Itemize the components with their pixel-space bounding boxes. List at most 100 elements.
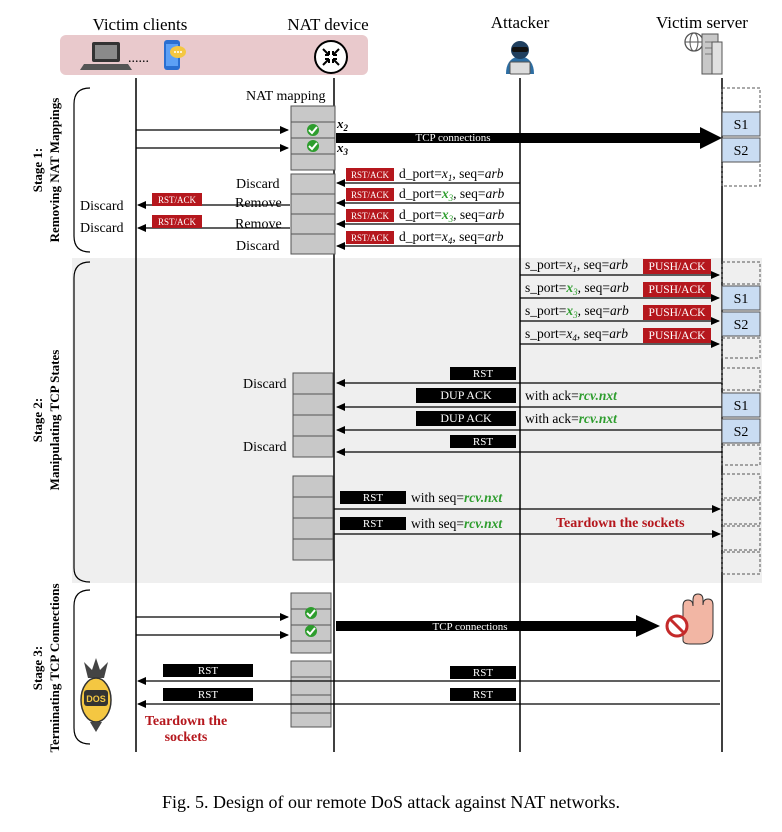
rst-ack-tag xyxy=(346,209,394,222)
nat-mapping-label: NAT mapping xyxy=(246,89,325,104)
rst-ack-tag-text: RST/ACK xyxy=(158,217,197,227)
nat-x2-label: x2 xyxy=(336,116,349,133)
dup-ack-tag-text: DUP ACK xyxy=(440,388,492,402)
rst-tag xyxy=(450,666,516,679)
phone-icon xyxy=(164,40,186,70)
nat-table-stage1 xyxy=(290,105,336,171)
clients-band xyxy=(60,35,368,75)
with-seq-text: with seq=rcv.nxt xyxy=(411,490,503,505)
push-ack-tag xyxy=(643,259,711,274)
client-action-label: Discard xyxy=(80,221,124,236)
check-icon xyxy=(305,607,317,619)
dup-ack-tag-text: DUP ACK xyxy=(440,411,492,425)
rst-tag xyxy=(450,367,516,380)
tcp-connections-label: TCP connections xyxy=(432,621,507,633)
nat-action-label: Remove xyxy=(235,196,282,211)
push-ack-tag xyxy=(643,305,711,320)
rst-ack-tag xyxy=(152,215,202,228)
tcp-connections-arrow xyxy=(336,127,722,149)
tcp-connections-arrow-blocked xyxy=(336,615,660,637)
server-globe-icon xyxy=(684,32,723,75)
rst-tag-text: RST xyxy=(198,665,218,677)
server-box-s1: S1 xyxy=(734,399,749,414)
server-socket-table-stage2b xyxy=(721,367,761,466)
push-ack-tag xyxy=(643,282,711,297)
nat-discard-label: Discard xyxy=(243,440,287,455)
hacker-icon xyxy=(506,41,534,75)
with-ack-text: with ack=rcv.nxt xyxy=(525,388,618,403)
nat-action-label: Remove xyxy=(235,217,282,232)
server-box-s2: S2 xyxy=(734,144,749,159)
push-ack-tag-text: PUSH/ACK xyxy=(649,284,707,296)
spoofed-packet-label: d_port=x3, seq=arb xyxy=(399,186,504,203)
nat-table-stage2 xyxy=(292,372,334,458)
laptop-icon xyxy=(80,42,132,70)
server-box-s2: S2 xyxy=(734,318,749,333)
rst-tag xyxy=(340,491,406,504)
server-socket-table-stage1 xyxy=(721,87,761,187)
spoofed-packet-label: d_port=x1, seq=arb xyxy=(399,166,504,183)
rst-tag-text: RST xyxy=(473,689,493,701)
stage3-brace xyxy=(73,589,91,745)
nat-action-label: Discard xyxy=(236,177,280,192)
rst-ack-tag-text: RST/ACK xyxy=(351,170,390,180)
spoofed-packet-label: d_port=x3, seq=arb xyxy=(399,207,504,224)
nat-table-stage3-b xyxy=(290,660,332,728)
rst-tag-text: RST xyxy=(363,518,383,530)
nat-table-stage2-b xyxy=(292,475,334,561)
server-socket-table-stage2a xyxy=(721,261,761,359)
nat-discard-label: Discard xyxy=(243,377,287,392)
rst-ack-tag-text: RST/ACK xyxy=(351,211,390,221)
stop-hand-icon xyxy=(665,593,714,645)
spoofed-packet-label: d_port=x4, seq=arb xyxy=(399,229,504,246)
check-icon xyxy=(305,625,317,637)
spoofed-packet-label: s_port=x3, seq=arb xyxy=(525,280,629,297)
router-icon xyxy=(314,40,348,74)
with-ack-text: with ack=rcv.nxt xyxy=(525,411,618,426)
rst-ack-tag xyxy=(152,193,202,206)
spoofed-packet-label: s_port=x4, seq=arb xyxy=(525,326,628,343)
rst-ack-tag xyxy=(346,168,394,181)
header-victim-server: Victim server xyxy=(656,13,748,32)
header-attacker: Attacker xyxy=(491,13,550,32)
check-icon xyxy=(307,140,319,152)
stage1-brace xyxy=(73,87,91,253)
rst-tag-text: RST xyxy=(363,492,383,504)
server-socket-table-stage2c xyxy=(721,473,761,575)
push-ack-tag xyxy=(643,328,711,343)
dup-ack-tag xyxy=(416,388,516,403)
rst-ack-tag xyxy=(346,231,394,244)
with-seq-text: with seq=rcv.nxt xyxy=(411,516,503,531)
spoofed-packet-label: s_port=x1, seq=arb xyxy=(525,257,628,274)
rst-ack-tag xyxy=(346,188,394,201)
header-nat-device: NAT device xyxy=(287,15,368,34)
tcp-connections-label: TCP connections xyxy=(415,132,490,144)
nat-action-label: Discard xyxy=(236,239,280,254)
rst-ack-tag-text: RST/ACK xyxy=(158,195,197,205)
push-ack-tag-text: PUSH/ACK xyxy=(649,261,707,273)
dos-label: DOS xyxy=(86,694,106,704)
stage3-label: Stage 3:Terminating TCP Connections xyxy=(30,583,62,752)
server-box-s2: S2 xyxy=(734,425,749,440)
rst-tag-text: RST xyxy=(473,368,493,380)
rst-tag xyxy=(163,664,253,677)
nat-table-stage3 xyxy=(290,592,332,654)
figure-caption: Fig. 5. Design of our remote DoS attack … xyxy=(162,792,620,812)
rst-tag xyxy=(340,517,406,530)
rst-tag-text: RST xyxy=(198,689,218,701)
stage2-brace xyxy=(73,261,91,583)
check-icon xyxy=(307,124,319,136)
client-action-label: Discard xyxy=(80,199,124,214)
rst-tag-text: RST xyxy=(473,436,493,448)
header-victim-clients: Victim clients xyxy=(93,15,188,34)
rst-tag xyxy=(163,688,253,701)
rst-ack-tag-text: RST/ACK xyxy=(351,233,390,243)
dup-ack-tag xyxy=(416,411,516,426)
dos-bomb-icon xyxy=(80,658,112,732)
ellipsis-dots: ...... xyxy=(128,51,149,66)
rst-tag xyxy=(450,688,516,701)
server-box-s1: S1 xyxy=(734,118,749,133)
